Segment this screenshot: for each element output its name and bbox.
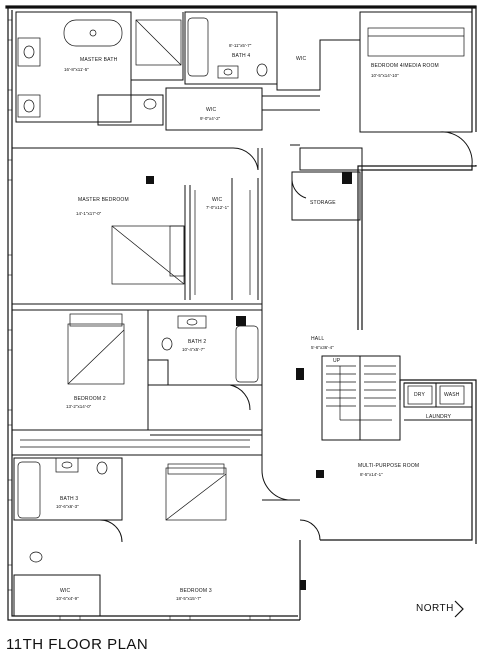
label-wic-bottom: WIC — [60, 588, 71, 594]
room-labels: MASTER BATH 16'-8"x11'-5" 8'-11"x5'-7" B… — [56, 43, 460, 601]
dims-master-bath: 16'-8"x11'-5" — [64, 67, 89, 72]
label-bath2: BATH 2 — [188, 339, 206, 345]
dims-wic-mid: 9'-0"x4'-2" — [200, 116, 221, 121]
label-bath4: BATH 4 — [232, 53, 250, 59]
dims-bedroom4: 10'-5"x14'-10" — [371, 73, 399, 78]
north-arrow-icon — [454, 600, 464, 618]
label-storage: STORAGE — [310, 200, 336, 206]
fixtures — [17, 17, 465, 563]
label-wash: WASH — [444, 392, 460, 398]
columns — [146, 172, 352, 590]
dims-master-bedroom: 14'-1"x17'-0" — [76, 211, 102, 216]
label-wic-mid: WIC — [206, 107, 217, 113]
label-laundry: LAUNDRY — [426, 414, 452, 420]
dims-multipurpose: 8'-5"x14'-1" — [360, 472, 383, 477]
label-stair-up: UP — [333, 358, 341, 364]
exterior-walls — [5, 5, 477, 621]
label-wic-tall: WIC — [212, 197, 223, 203]
label-multipurpose: MULTI-PURPOSE ROOM — [358, 463, 419, 469]
dims-wic-bottom: 10'-6"x4'-9" — [56, 596, 79, 601]
dims-bath4: 8'-11"x5'-7" — [229, 43, 252, 48]
label-master-bath: MASTER BATH — [80, 57, 118, 63]
label-bedroom3: BEDROOM 3 — [180, 588, 212, 594]
label-bedroom4: BEDROOM 4/MEDIA ROOM — [371, 63, 439, 69]
north-label: NORTH — [416, 603, 454, 614]
label-wic-top: WIC — [296, 56, 307, 62]
interior-walls — [12, 11, 473, 617]
label-bedroom2: BEDROOM 2 — [74, 396, 106, 402]
label-master-bedroom: MASTER BEDROOM — [78, 197, 129, 203]
dims-bath2: 10'-4"x5'-7" — [182, 347, 205, 352]
dims-bath3: 10'-6"x6'-3" — [56, 504, 79, 509]
dims-bedroom2: 13'-2"x14'-0" — [66, 404, 92, 409]
dims-bedroom3: 18'-5"x15'-7" — [176, 596, 202, 601]
dims-hall: 5'-6"x36'-4" — [311, 345, 334, 350]
plan-title: 11TH FLOOR PLAN — [6, 636, 149, 653]
label-hall: HALL — [311, 336, 324, 342]
label-bath3: BATH 3 — [60, 496, 78, 502]
dims-wic-tall: 7'-0"x12'-1" — [206, 205, 229, 210]
label-dry: DRY — [414, 392, 426, 398]
window-marks — [8, 19, 271, 620]
